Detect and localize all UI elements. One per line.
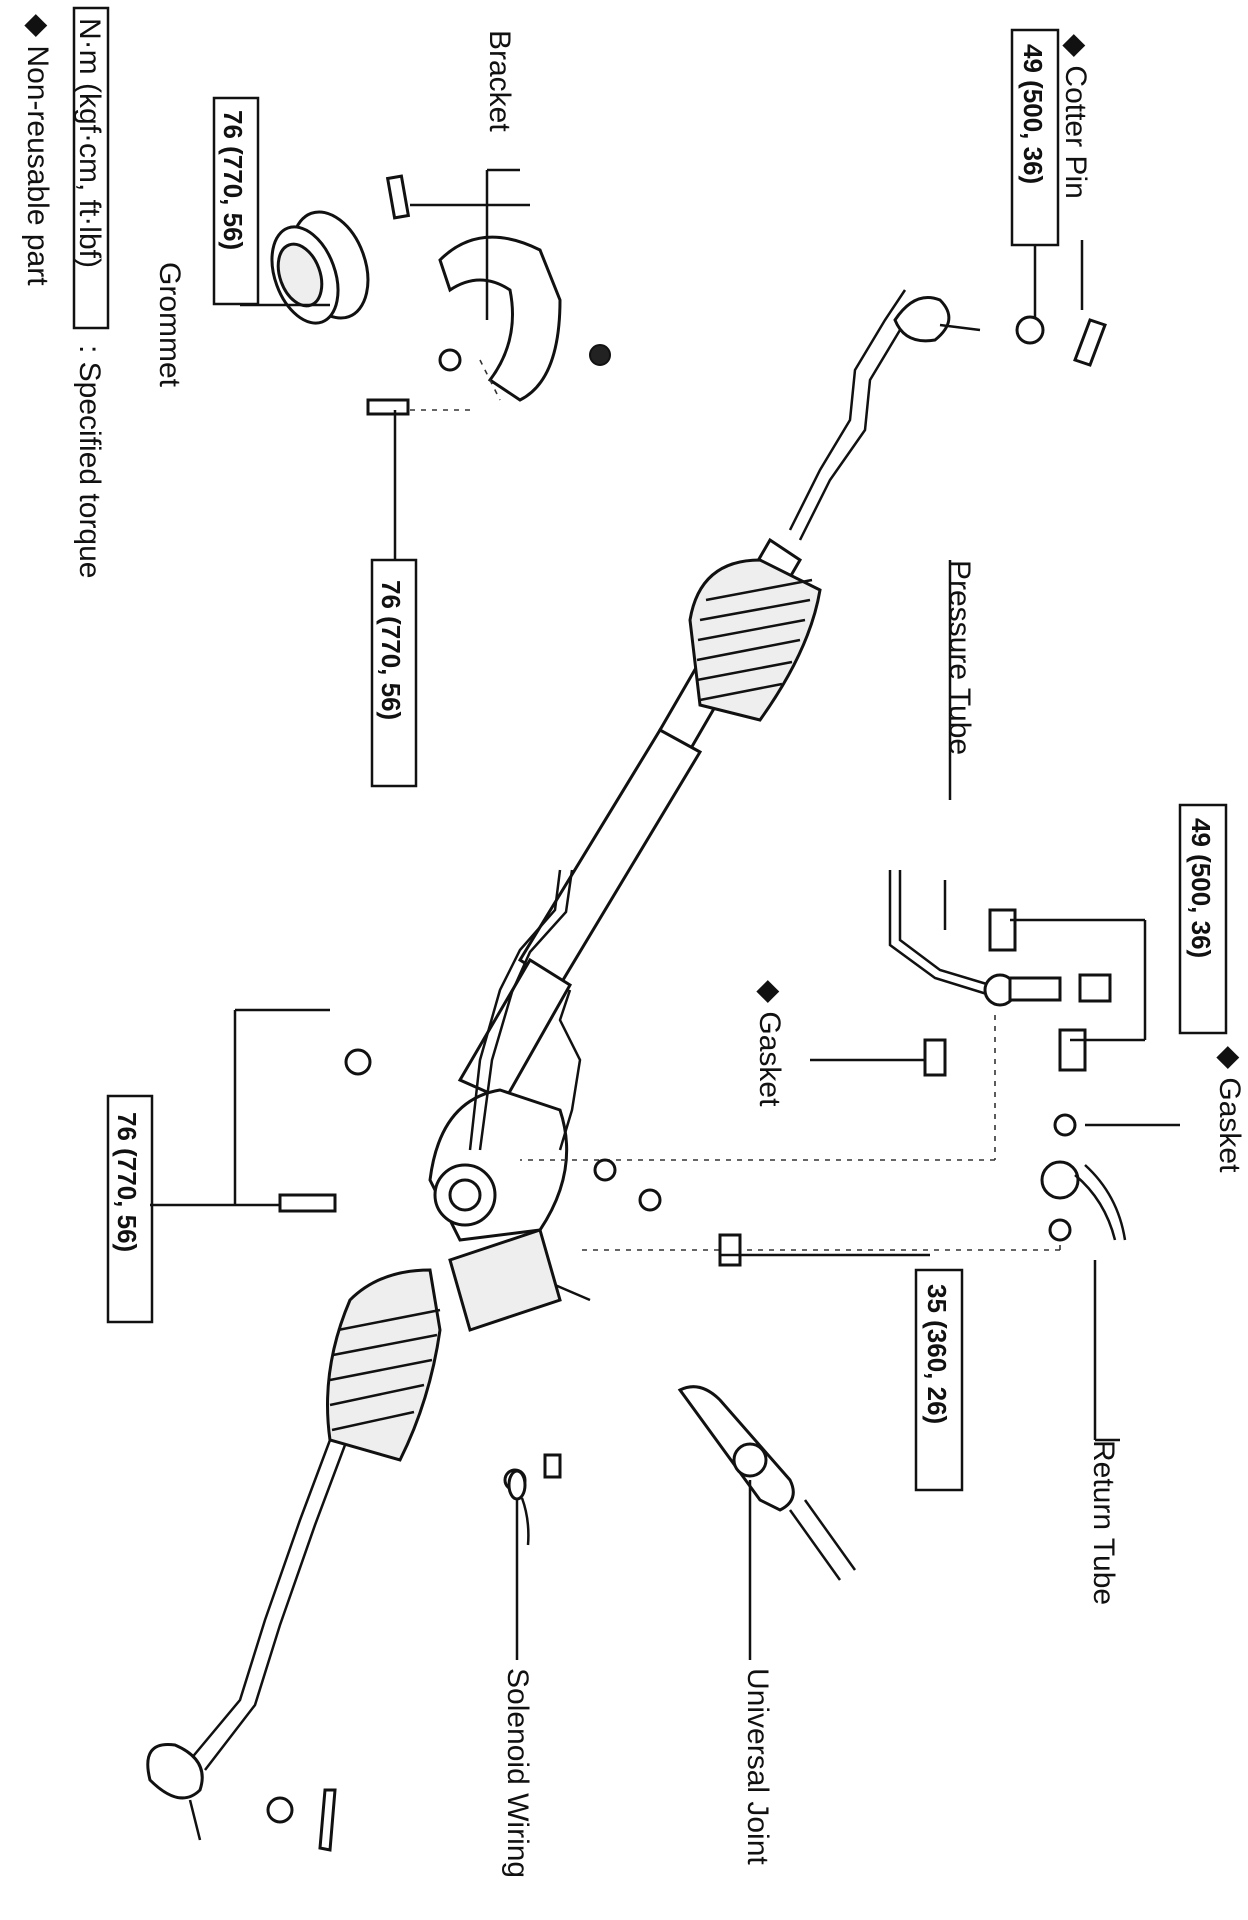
label-solenoid-wiring: Solenoid Wiring: [501, 1668, 534, 1878]
rack-housing: [146, 289, 981, 1841]
label-cotter-pin: ◆ Cotter Pin: [1059, 34, 1092, 199]
legend: N·m (kgf·cm, ft·lbf) : Specified torque …: [21, 6, 110, 578]
label-bracket: Bracket: [483, 30, 516, 132]
legend-nonreusable: ◆ Non-reusable part: [21, 14, 54, 286]
legend-torque-text: : Specified torque: [73, 345, 106, 578]
leader-lines: [150, 168, 1180, 1660]
bracket-bolts: [366, 174, 501, 416]
return-tube-parts: [1040, 1113, 1127, 1242]
cotter-pin-part: [1015, 315, 1107, 367]
label-grommet: Grommet: [153, 262, 186, 388]
torque-box-bracket-lower: 76 (770, 56): [370, 558, 418, 788]
torque-bracket-bolt-lower: 76 (770, 56): [376, 580, 406, 720]
bracket-part: [438, 235, 611, 402]
bracket-nut-icon: [589, 344, 611, 366]
universal-joint-part: [677, 1385, 857, 1581]
torque-bracket-bolt-top: 76 (770, 56): [218, 110, 248, 250]
solenoid-wiring-part: [507, 1469, 530, 1546]
torque-housing-bolt: 76 (770, 56): [112, 1112, 142, 1252]
label-pressure-tube: Pressure Tube: [943, 560, 976, 755]
dash-lines: [520, 1015, 1061, 1251]
torque-universal-joint-bolt: 35 (360, 26): [922, 1284, 952, 1424]
torque-box-housing: 76 (770, 56): [106, 1094, 154, 1324]
label-return-tube: Return Tube: [1087, 1440, 1120, 1605]
hydraulic-lines: [468, 869, 582, 1151]
torque-box-bracket-top: 76 (770, 56): [212, 96, 260, 306]
torque-box-cotter: 49 (500, 36): [1010, 28, 1060, 247]
torque-box-universal: 35 (360, 26): [914, 1268, 964, 1492]
legend-torque-box: [72, 6, 110, 330]
loose-parts: [266, 1048, 742, 1852]
label-gasket-right: ◆ Gasket: [1213, 1046, 1246, 1173]
grommet-part: [270, 210, 370, 325]
torque-cotter-nut: 49 (500, 36): [1018, 44, 1048, 184]
torque-box-union: 49 (500, 36): [1178, 803, 1228, 1035]
legend-torque-units: N·m (kgf·cm, ft·lbf): [73, 18, 106, 268]
label-universal-joint: Universal Joint: [741, 1668, 774, 1865]
label-gasket-left: ◆ Gasket: [753, 980, 786, 1107]
pressure-tube-parts: [888, 870, 1112, 1077]
torque-union-bolts: 49 (500, 36): [1186, 818, 1216, 958]
